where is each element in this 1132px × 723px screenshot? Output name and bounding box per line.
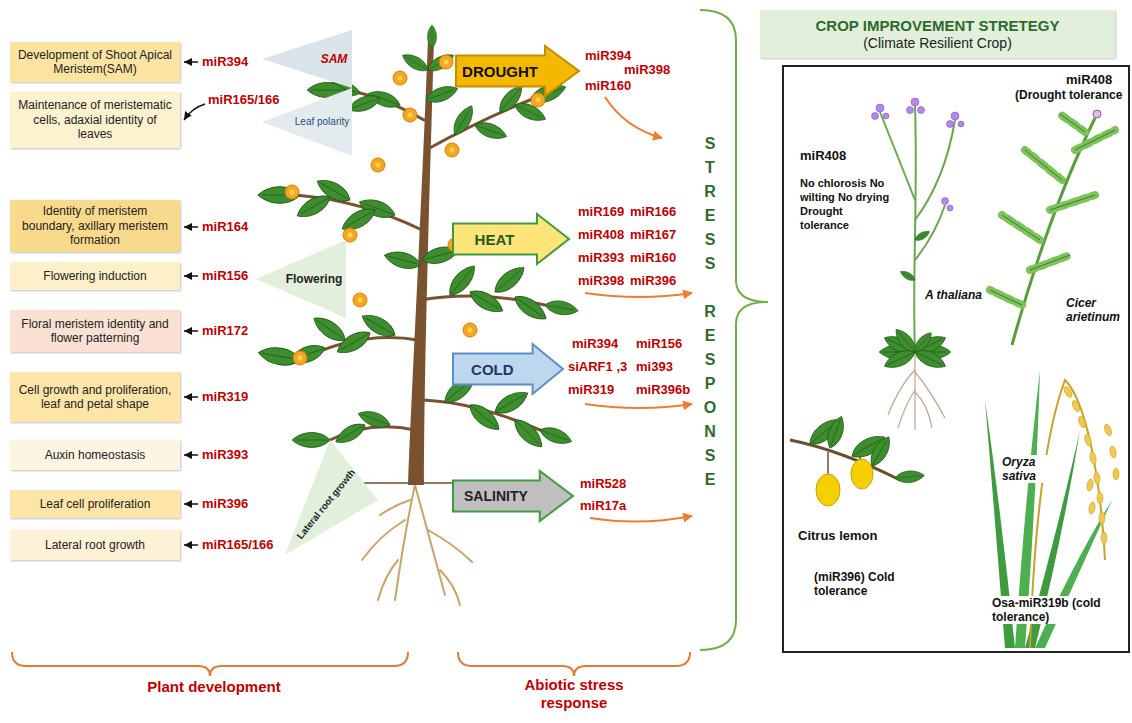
node-text: Maintenance of meristematic cells, adaxi…: [17, 98, 173, 141]
citrus-figure: [790, 414, 925, 506]
mirna-label: miR394: [585, 48, 631, 63]
node-text: Auxin homeostasis: [45, 448, 146, 462]
mirna-label: miR528: [580, 476, 626, 491]
mirna-label: miR172: [202, 323, 248, 338]
mirna-label: miR160: [630, 250, 676, 265]
mirna-label: miR408: [1066, 72, 1112, 87]
mirna-label: mi393: [636, 359, 673, 374]
function-box: Identity of meristem boundary, axillary …: [10, 200, 180, 252]
node-text: Floral meristem identity and flower patt…: [17, 317, 173, 346]
function-box: Cell growth and proliferation, leaf and …: [10, 372, 180, 422]
species-name: Oryza sativa: [1000, 455, 1056, 483]
mirna-label: miR408: [578, 227, 624, 242]
stress-arrow: DROUGHT: [455, 45, 580, 97]
mirna-label: miR156: [636, 336, 682, 351]
crop-panel: [783, 66, 1129, 652]
mirna-label: miR394: [202, 54, 248, 69]
section-caption: Plant development: [114, 678, 314, 696]
node-text: HEAT: [475, 232, 515, 247]
node-text: Identity of meristem boundary, axillary …: [17, 204, 173, 247]
node-text: Flowering induction: [43, 269, 146, 283]
mirna-label: miR319: [202, 389, 248, 404]
arrow-shape: [456, 46, 579, 96]
arrow-shape: [453, 344, 563, 394]
plant-leaves: [257, 25, 579, 452]
node-text: Development of Shoot Apical Meristem(SAM…: [17, 48, 173, 77]
stress-arrow: COLD: [452, 343, 564, 395]
trait-note: (miR396) Cold tolerance: [812, 570, 912, 598]
trait-note: (Drought tolerance: [1015, 88, 1122, 102]
function-box: Flowering induction: [10, 262, 180, 290]
mirna-label: miR160: [585, 78, 631, 93]
arrow-shape: [453, 471, 573, 521]
species-name: Cicer arietinum: [1064, 296, 1126, 324]
mirna-label: siARF1 ,3: [568, 359, 627, 374]
mirna-label: miR396b: [636, 382, 690, 397]
node-text: COLD: [471, 362, 514, 377]
mirna-label: miR167: [630, 227, 676, 242]
function-box: Floral meristem identity and flower patt…: [10, 310, 180, 352]
mirna-label: miR165/166: [202, 537, 274, 552]
triangle-shape: [256, 240, 346, 318]
mirna-label: miR394: [572, 336, 618, 351]
arabidopsis-figure: [872, 98, 965, 430]
function-box: Leaf cell proliferation: [10, 490, 180, 518]
stress-arrow: SALINITY: [452, 470, 574, 522]
mirna-label: miR396: [202, 496, 248, 511]
vertical-heading: STRESS: [702, 132, 718, 276]
mirna-label: miR408: [800, 148, 846, 163]
mirna-label: miR398: [624, 62, 670, 77]
mirna-label: miR165/166: [208, 92, 280, 107]
node-text: SAM: [321, 53, 348, 65]
pointer-triangle: SAM: [262, 30, 352, 88]
trait-note: No chlorosis No wilting No drying Drough…: [800, 176, 892, 232]
node-text: Lateral root growth: [45, 538, 145, 552]
rice-figure: [985, 370, 1119, 648]
leader-arrows: [184, 62, 205, 545]
arrow-shape: [453, 214, 569, 264]
pointer-triangle: Lateral root growth: [280, 435, 385, 560]
mirna-label: miR166: [630, 204, 676, 219]
node-text: Leaf cell proliferation: [40, 497, 151, 511]
function-box: Maintenance of meristematic cells, adaxi…: [10, 92, 180, 148]
triangle-shape: [262, 30, 352, 88]
mirna-label: miR17a: [580, 498, 626, 513]
species-name: Citrus lemon: [798, 528, 877, 543]
mirna-label: miR169: [578, 204, 624, 219]
function-box: Development of Shoot Apical Meristem(SAM…: [10, 42, 180, 82]
strategy-banner: CROP IMPROVEMENT STRETEGY(Climate Resili…: [760, 10, 1115, 58]
mirna-label: miR319: [568, 382, 614, 397]
node-text: (Climate Resilient Crop): [863, 35, 1012, 52]
section-brackets: [12, 652, 690, 676]
mirna-label: miR156: [202, 268, 248, 283]
mirna-label: miR393: [202, 447, 248, 462]
mirna-label: miR398: [578, 273, 624, 288]
node-text: DROUGHT: [462, 64, 538, 79]
function-box: Auxin homeostasis: [10, 440, 180, 470]
section-caption: Abiotic stress response: [499, 676, 649, 712]
stress-arrows: [585, 97, 692, 522]
node-text: Flowering: [286, 273, 343, 285]
trait-note: Osa-miR319b (cold tolerance): [990, 596, 1106, 624]
species-name: A thaliana: [925, 288, 982, 302]
mirna-label: miR393: [578, 250, 624, 265]
node-text: Cell growth and proliferation, leaf and …: [17, 383, 173, 412]
function-box: Lateral root growth: [10, 530, 180, 560]
vertical-heading: RESPONSE: [702, 300, 718, 492]
mirna-label: miR396: [630, 273, 676, 288]
triangle-shape: [285, 440, 378, 555]
node-text: CROP IMPROVEMENT STRETEGY: [816, 17, 1060, 35]
stress-arrow: HEAT: [452, 213, 570, 265]
mirna-label: miR164: [202, 219, 248, 234]
pointer-triangle: Flowering: [256, 240, 346, 318]
stress-bracket: [700, 10, 768, 650]
node-text: Leaf polarity: [295, 117, 349, 127]
node-text: SALINITY: [464, 489, 528, 503]
